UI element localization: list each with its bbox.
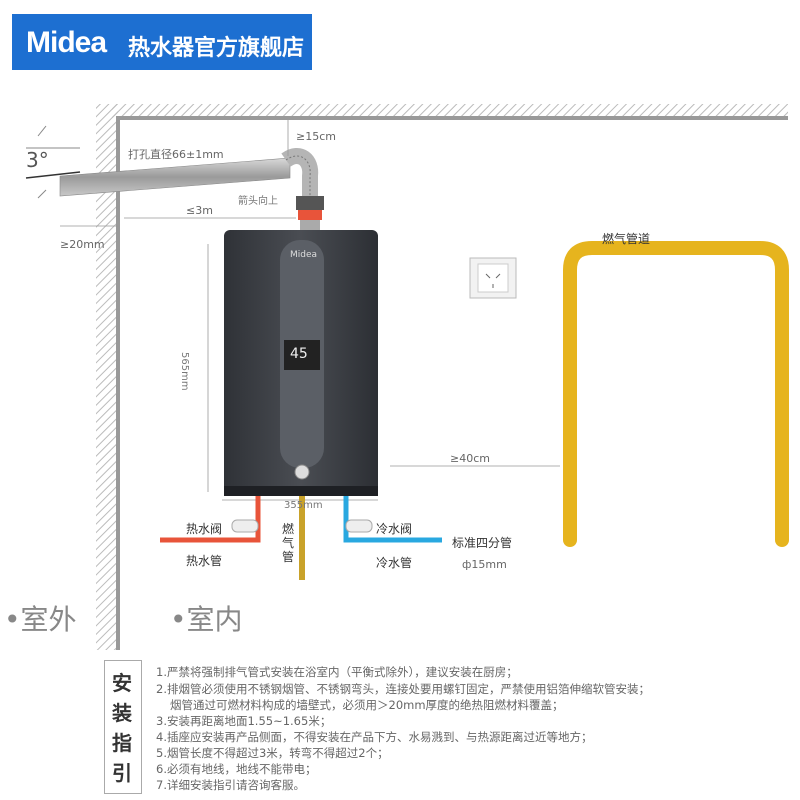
note-item: 6.必须有地线，地线不能带电； [156,762,317,776]
hole-diameter-label: 打孔直径66±1mm [128,148,224,161]
notes-title-char: 引 [112,761,132,785]
water-heater [224,230,378,496]
cold-valve-label: 冷水阀 [376,522,413,536]
heater-display-temp: 45 [290,346,308,362]
height-label: 565mm [179,352,190,391]
note-item: 5.烟管长度不得超过3米，转弯不得超过2个； [156,746,389,760]
pipe-diameter-label: ф15mm [462,558,507,571]
notes-title-char: 装 [112,701,132,725]
midea-logo: Midea [26,26,107,59]
hot-valve-label: 热水阀 [186,522,223,536]
hot-pipe-label: 热水管 [186,554,223,568]
notes-title-box: 安 装 指 引 [104,660,142,794]
note-item: 1.严禁将强制排气管式安装在浴室内（平衡式除外），建议安装在厨房； [156,665,518,679]
width-label: 355mm [284,500,323,511]
wall [96,104,788,650]
cold-water-pipe [343,496,442,543]
hot-water-pipe [160,496,261,543]
notes-title-char: 指 [112,731,132,755]
gas-pipeline [563,241,789,547]
power-socket [469,257,517,299]
note-item: 2.排烟管必须使用不锈钢烟管、不锈钢弯头，连接处要用螺钉固定，严禁使用铝箔伸缩软… [156,682,650,696]
flue-pipe [59,148,324,230]
dimension-lines [60,120,560,501]
note-item: 烟管通过可燃材料构成的墙壁式，必须用＞20mm厚度的绝热阻燃材料覆盖； [170,698,564,712]
angle-mark [25,125,81,199]
note-item: 7.详细安装指引请咨询客服。 [156,778,305,792]
top-clearance-label: ≥15cm [296,130,336,143]
gas-pipeline-label: 燃气管道 [602,232,651,246]
flue-length-label: ≤3m [186,204,213,217]
elbow-note-label: 箭头向上 [238,196,278,207]
store-name: 热水器官方旗舰店 [128,36,305,61]
note-item: 4.插座应安装再产品侧面，不得安装在产品下方、水易溅到、与热源距离过近等地方； [156,730,593,744]
note-item: 3.安装再距离地面1.55~1.65米； [156,714,332,728]
wall-protrusion-label: ≥20mm [60,238,105,251]
side-clearance-label: ≥40cm [450,452,490,465]
indoor-label: •室内 [170,603,243,636]
gas-pipe-label: 燃气管 [282,522,295,564]
cold-pipe-label: 冷水管 [376,556,413,570]
brand-header-bar [12,14,312,70]
notes-title-char: 安 [112,671,132,695]
angle-label: 3° [26,148,49,172]
standard-pipe-label: 标准四分管 [452,536,513,550]
heater-brand-label: Midea [290,250,318,260]
outdoor-label: •室外 [4,603,77,636]
